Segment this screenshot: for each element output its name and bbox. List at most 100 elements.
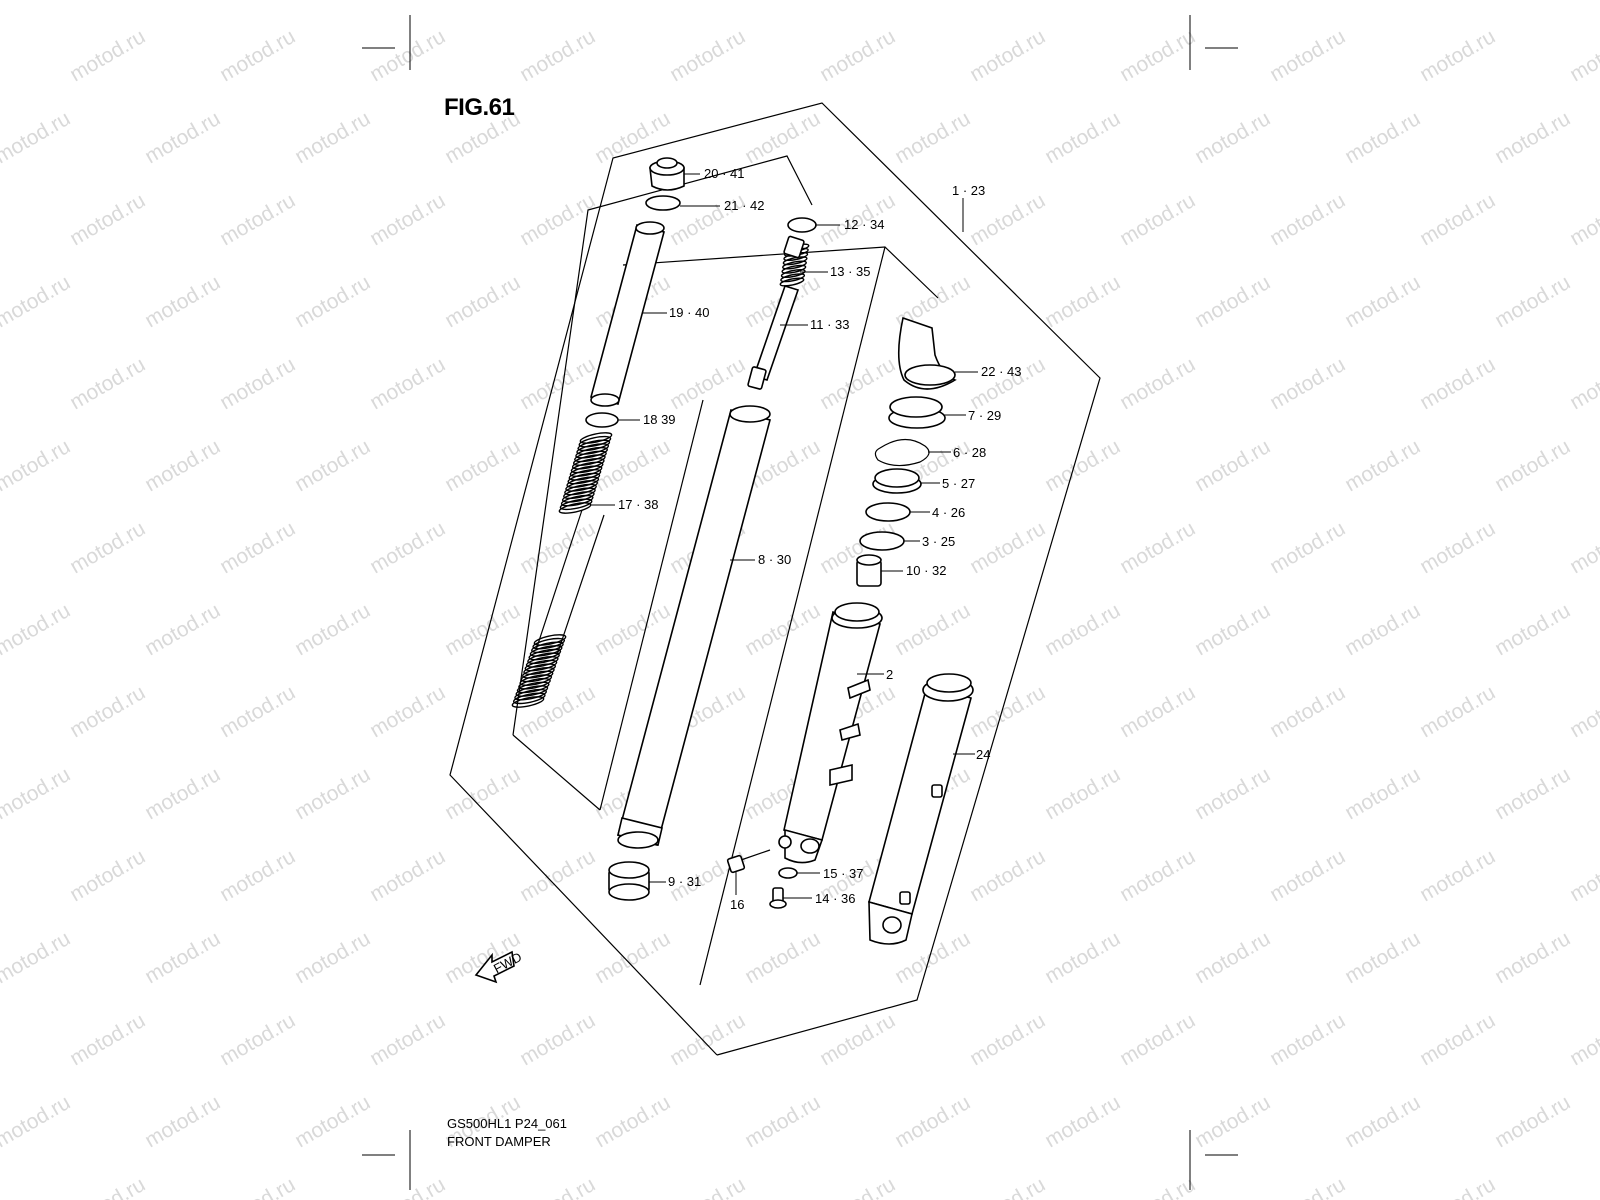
spring-coil <box>564 483 597 496</box>
spring-coil <box>578 435 612 448</box>
watermark-text: motod.ru <box>1116 1173 1199 1200</box>
watermark-text: motod.ru <box>966 25 1049 86</box>
watermark-text: motod.ru <box>1191 0 1274 4</box>
callout-10: 10 · 32 <box>906 563 946 578</box>
watermark-text: motod.ru <box>816 1173 899 1200</box>
watermark-text: motod.ru <box>1566 1173 1600 1200</box>
spring-coil <box>579 432 613 444</box>
part-20-cap-bolt <box>649 157 685 191</box>
spring-coil <box>527 652 560 665</box>
watermark-text: motod.ru <box>966 189 1049 250</box>
spring-coil <box>511 696 545 708</box>
spring-coil <box>570 461 604 474</box>
watermark-text: motod.ru <box>1266 845 1349 906</box>
spring-coil <box>575 446 608 459</box>
watermark-text: motod.ru <box>1416 1009 1499 1070</box>
watermark-text: motod.ru <box>1416 25 1499 86</box>
part-14-drain-bolt <box>769 887 787 909</box>
spring-coil <box>521 666 555 679</box>
watermark-text: motod.ru <box>1191 1091 1274 1152</box>
watermark-text: motod.ru <box>0 271 74 332</box>
watermark-text: motod.ru <box>141 107 224 168</box>
watermark-text: motod.ru <box>1041 435 1124 496</box>
part-4-washer <box>865 502 911 522</box>
watermark-text: motod.ru <box>1266 353 1349 414</box>
watermark-text: motod.ru <box>1191 599 1274 660</box>
watermark-text: motod.ru <box>1491 0 1574 4</box>
spring-coil <box>532 637 566 650</box>
spring-coil <box>533 634 567 646</box>
watermark-text: motod.ru <box>1191 763 1274 824</box>
watermark-text: motod.ru <box>1116 681 1199 742</box>
spring-coil <box>568 469 602 481</box>
spring-coil <box>524 659 558 672</box>
spring-coil <box>577 439 611 452</box>
spring-coil <box>563 487 596 500</box>
watermark-text: motod.ru <box>1566 845 1600 906</box>
watermark-text: motod.ru <box>141 1091 224 1152</box>
watermark-text: motod.ru <box>366 681 449 742</box>
watermark-text: motod.ru <box>216 845 299 906</box>
watermark-text: motod.ru <box>1191 927 1274 988</box>
watermark-text: motod.ru <box>291 599 374 660</box>
spring-coil <box>565 480 599 492</box>
callout-1: 1 · 23 <box>952 183 985 198</box>
watermark-text: motod.ru <box>1041 927 1124 988</box>
watermark-text: motod.ru <box>516 681 599 742</box>
watermark-text: motod.ru <box>0 435 74 496</box>
watermark-text: motod.ru <box>666 1009 749 1070</box>
watermark-text: motod.ru <box>366 189 449 250</box>
watermark-text: motod.ru <box>66 1009 149 1070</box>
callout-18: 18 39 <box>643 412 676 427</box>
watermark-text: motod.ru <box>1416 845 1499 906</box>
watermark-text: motod.ru <box>1266 681 1349 742</box>
watermark-text: motod.ru <box>366 845 449 906</box>
watermark-text: motod.ru <box>816 25 899 86</box>
watermark-text: motod.ru <box>741 0 824 4</box>
watermark-text: motod.ru <box>1566 1009 1600 1070</box>
watermark-text: motod.ru <box>1191 107 1274 168</box>
watermark-text: motod.ru <box>1041 0 1124 4</box>
callout-3: 3 · 25 <box>922 534 955 549</box>
watermark-text: motod.ru <box>1416 189 1499 250</box>
watermark-text: motod.ru <box>66 1173 149 1200</box>
watermark-text: motod.ru <box>1491 271 1574 332</box>
part-12-ring <box>787 217 817 233</box>
part-8-inner-tube <box>617 405 771 849</box>
callout-21: 21 · 42 <box>724 198 764 213</box>
part-2-outer-tube <box>778 602 883 864</box>
spring-coil <box>781 264 807 274</box>
part-19-spacer <box>590 221 665 407</box>
part-22-dust-cover <box>897 316 957 390</box>
watermark-text: motod.ru <box>891 599 974 660</box>
watermark-text: motod.ru <box>141 0 224 4</box>
part-3-guide-bush <box>859 531 905 551</box>
callout-12: 12 · 34 <box>844 217 884 232</box>
watermark-text: motod.ru <box>1191 271 1274 332</box>
watermark-text: motod.ru <box>66 517 149 578</box>
watermark-text: motod.ru <box>0 927 74 988</box>
callout-15: 15 · 37 <box>823 866 863 881</box>
watermark-text: motod.ru <box>366 353 449 414</box>
callout-13: 13 · 35 <box>830 264 870 279</box>
callout-16: 16 <box>730 897 744 912</box>
watermark-text: motod.ru <box>1266 25 1349 86</box>
watermark-text: motod.ru <box>0 0 74 4</box>
watermark-text: motod.ru <box>516 25 599 86</box>
watermark-text: motod.ru <box>1266 1173 1349 1200</box>
watermark-text: motod.ru <box>441 0 524 4</box>
spring-coil <box>567 472 601 485</box>
watermark-text: motod.ru <box>1491 1091 1574 1152</box>
watermark-text: motod.ru <box>0 763 74 824</box>
watermark-text: motod.ru <box>966 1009 1049 1070</box>
watermark-text: motod.ru <box>216 517 299 578</box>
spring-coil <box>572 454 606 466</box>
spring-coil <box>519 674 553 686</box>
watermark-text: motod.ru <box>1341 1091 1424 1152</box>
part-10-oil-lock <box>856 554 882 587</box>
callout-17: 17 · 38 <box>618 497 658 512</box>
watermark-text: motod.ru <box>516 1173 599 1200</box>
watermark-text: motod.ru <box>741 927 824 988</box>
spring-coil <box>779 277 805 287</box>
